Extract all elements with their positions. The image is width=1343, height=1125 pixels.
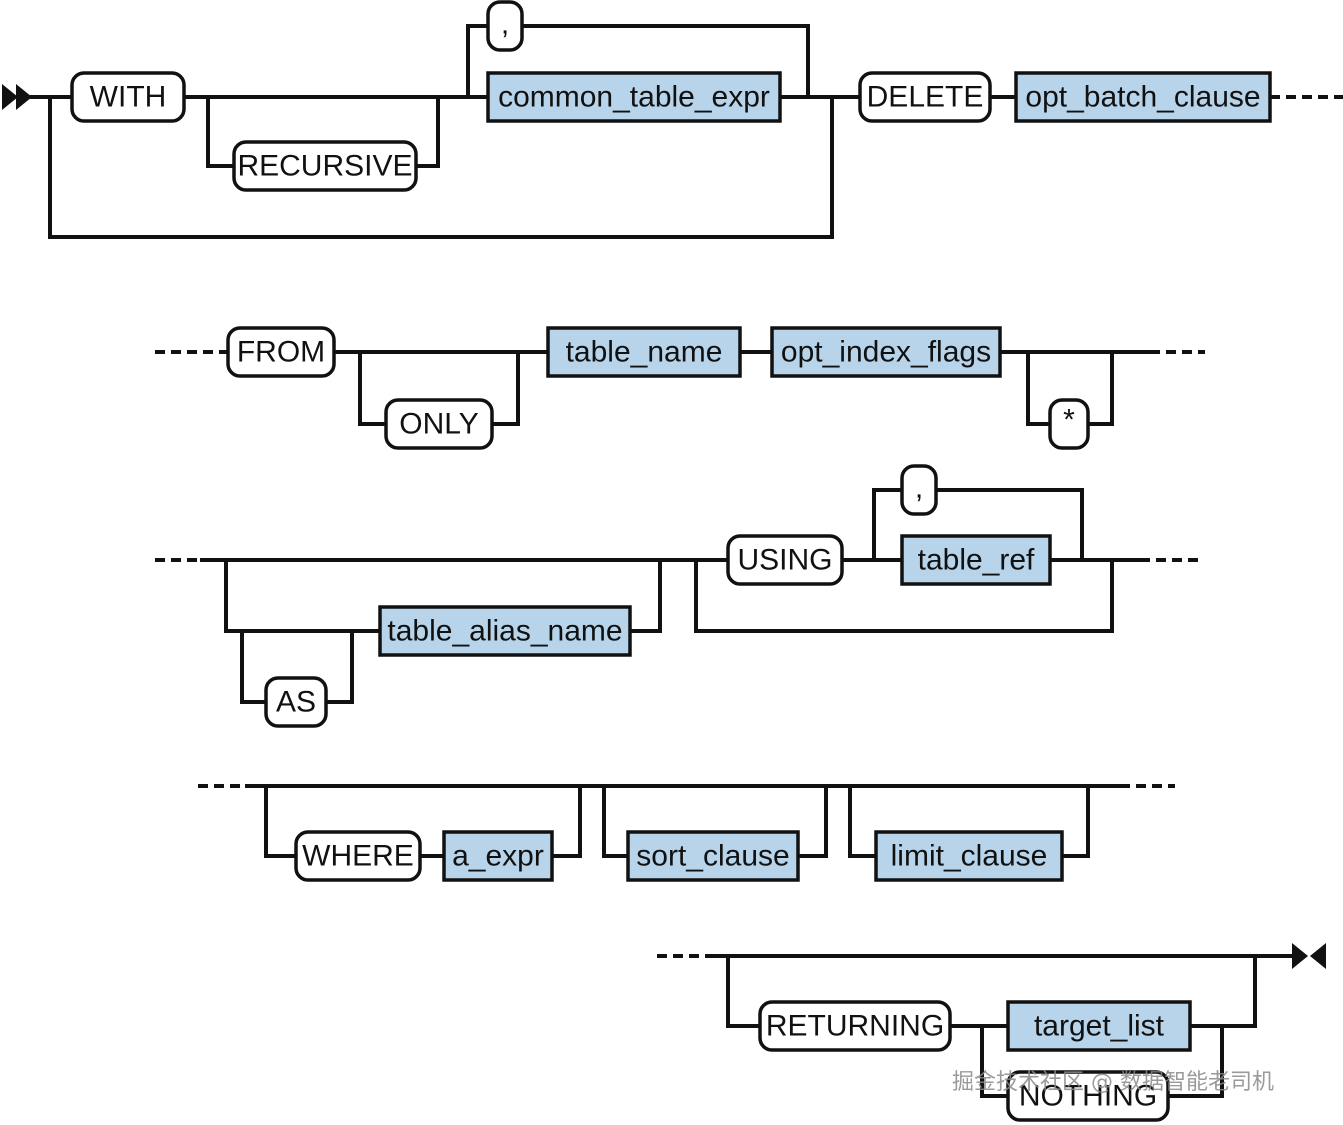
a-expr-box (442, 830, 554, 882)
watermark-text: 掘金技术社区 @ 数据智能老司机 (952, 1070, 1274, 1095)
only-keyword (384, 398, 494, 450)
sort-clause-label: sort_clause (636, 840, 789, 873)
limit-clause-label: limit_clause (891, 840, 1048, 873)
limit-clause-box (874, 830, 1064, 882)
row-where-sort-limit: WHERE a_expr sort_clause limit_clause (198, 784, 1175, 882)
row-from: FROM ONLY table_name opt_index_flags * (155, 326, 1205, 450)
recursive-keyword (232, 140, 418, 192)
common-table-expr-box (486, 71, 782, 123)
opt-index-flags-label: opt_index_flags (781, 336, 991, 369)
opt-index-flags-box (770, 326, 1002, 378)
star-keyword (1048, 398, 1090, 450)
table-name-label: table_name (566, 336, 723, 369)
using-keyword (726, 534, 844, 586)
nothing-keyword (1006, 1070, 1170, 1122)
comma-ref-label: , (915, 472, 923, 505)
from-label: FROM (237, 336, 325, 369)
end-arrow-icon (1292, 943, 1326, 969)
with-keyword (70, 71, 186, 123)
target-list-box (1006, 1000, 1192, 1052)
comma-cte-label: , (501, 8, 509, 41)
row-with-delete: WITH RECURSIVE , common_table_expr DELET… (2, 0, 1343, 239)
start-arrow-icon (2, 84, 32, 110)
table-ref-label: table_ref (918, 544, 1035, 577)
as-label: AS (276, 686, 316, 719)
with-label: WITH (90, 81, 167, 114)
row-returning: RETURNING target_list NOTHING (657, 943, 1326, 1122)
opt-batch-clause-box (1014, 71, 1272, 123)
row-alias-using: table_alias_name AS USING , table_ref (155, 464, 1200, 728)
a-expr-label: a_expr (452, 840, 544, 873)
star-label: * (1063, 404, 1075, 437)
recursive-label: RECURSIVE (237, 150, 412, 183)
only-label: ONLY (399, 408, 478, 441)
table-ref-box (900, 534, 1052, 586)
returning-label: RETURNING (766, 1010, 944, 1043)
from-keyword (226, 326, 336, 378)
common-table-expr-label: common_table_expr (498, 81, 770, 114)
comma-ref-separator (900, 464, 938, 516)
target-list-label: target_list (1034, 1010, 1165, 1043)
as-keyword (264, 676, 328, 728)
where-keyword (294, 830, 422, 882)
where-label: WHERE (302, 840, 414, 873)
table-name-box (546, 326, 742, 378)
comma-cte-separator (486, 0, 524, 52)
sort-clause-box (626, 830, 800, 882)
using-label: USING (737, 544, 832, 577)
table-alias-name-label: table_alias_name (387, 615, 622, 648)
nothing-label: NOTHING (1019, 1080, 1157, 1113)
delete-label: DELETE (867, 81, 984, 114)
opt-batch-clause-label: opt_batch_clause (1025, 81, 1260, 114)
table-alias-name-box (378, 605, 632, 657)
returning-keyword (758, 1000, 952, 1052)
delete-keyword (858, 71, 992, 123)
